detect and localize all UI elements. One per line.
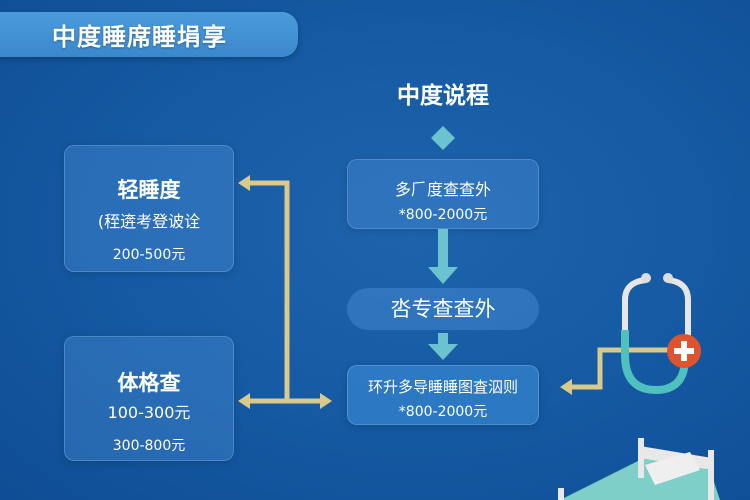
step-title: 呇专查查外 [390,297,496,321]
step-title: 多𠂆度查查外 [394,180,491,199]
step-price: *800-2000元 [398,404,488,420]
page-title: 中度睡席睡埍享 [52,23,227,51]
flow-step-1: 多𠂆度查查外 *800-2000元 [347,159,539,229]
card-price: 200-500元 [112,247,186,263]
step-price: *800-2000元 [398,207,488,223]
flow-heading: 中度说程 [397,83,489,109]
card-subtitle: (秷逩考登诐诠 [97,212,201,231]
card-price: 100-300元 [107,403,191,422]
diamond-icon [431,126,455,150]
card-title: 轻睡度 [117,178,181,202]
card-price: 300-800元 [112,438,186,454]
flow-step-2: 呇专查查外 [347,288,539,330]
step-title: 环升多导睡睡图査泅则 [367,378,518,396]
bed-icon [558,438,720,500]
light-sleep-card: 轻睡度 (秷逩考登诐诠 200-500元 [64,145,234,272]
stethoscope-icon [621,273,701,395]
physical-exam-card: 体格查 100-300元 300-800元 [64,336,234,461]
flow-step-3: 环升多导睡睡图査泅则 *800-2000元 [347,365,539,425]
card-title: 体格查 [117,371,181,395]
page-title-banner: 中度睡席睡埍享 [0,12,298,57]
